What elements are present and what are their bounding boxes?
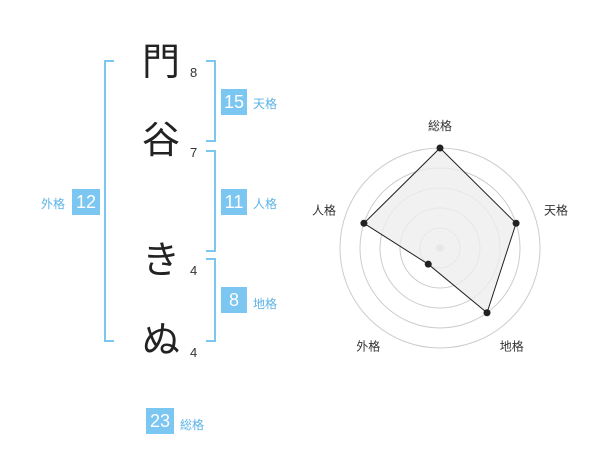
gaikaku-label: 外格 <box>41 197 66 211</box>
radar-axis-label: 人格 <box>312 202 336 217</box>
stroke-count-4: 4 <box>190 345 198 360</box>
jinkaku-label: 人格 <box>253 197 278 211</box>
jinkaku-value: 11 <box>221 189 247 215</box>
stroke-count-2: 7 <box>190 145 198 160</box>
radar-point <box>360 219 368 227</box>
tenkaku-value: 15 <box>221 89 247 115</box>
chikaku-label: 地格 <box>253 297 278 311</box>
stroke-count-1: 8 <box>190 65 198 80</box>
soukaku-label: 総格 <box>180 418 205 432</box>
radar-axis-label: 総格 <box>428 118 452 133</box>
radar-point <box>483 309 491 317</box>
radar-axis-label: 天格 <box>544 202 568 217</box>
name-char-3: き <box>141 238 180 282</box>
stroke-count-3: 4 <box>190 263 198 278</box>
jinkaku-bracket <box>206 150 216 252</box>
name-char-4: ぬ <box>141 318 180 362</box>
radar-polygon <box>363 147 517 314</box>
radar-point <box>512 219 520 227</box>
soukaku-value: 23 <box>146 408 174 434</box>
tenkaku-label: 天格 <box>253 97 278 111</box>
tenkaku-bracket <box>206 60 216 142</box>
name-char-2: 谷 <box>141 118 180 162</box>
gaikaku-bracket <box>104 60 114 342</box>
radar-axis-label: 地格 <box>500 339 524 354</box>
name-char-1: 門 <box>141 40 180 84</box>
radar-point <box>436 144 444 152</box>
radar-axis-label: 外格 <box>356 339 380 354</box>
chikaku-bracket <box>206 258 216 342</box>
chikaku-value: 8 <box>221 287 247 313</box>
gaikaku-value: 12 <box>72 189 100 215</box>
radar-point <box>424 260 432 268</box>
radar-points <box>360 144 520 317</box>
